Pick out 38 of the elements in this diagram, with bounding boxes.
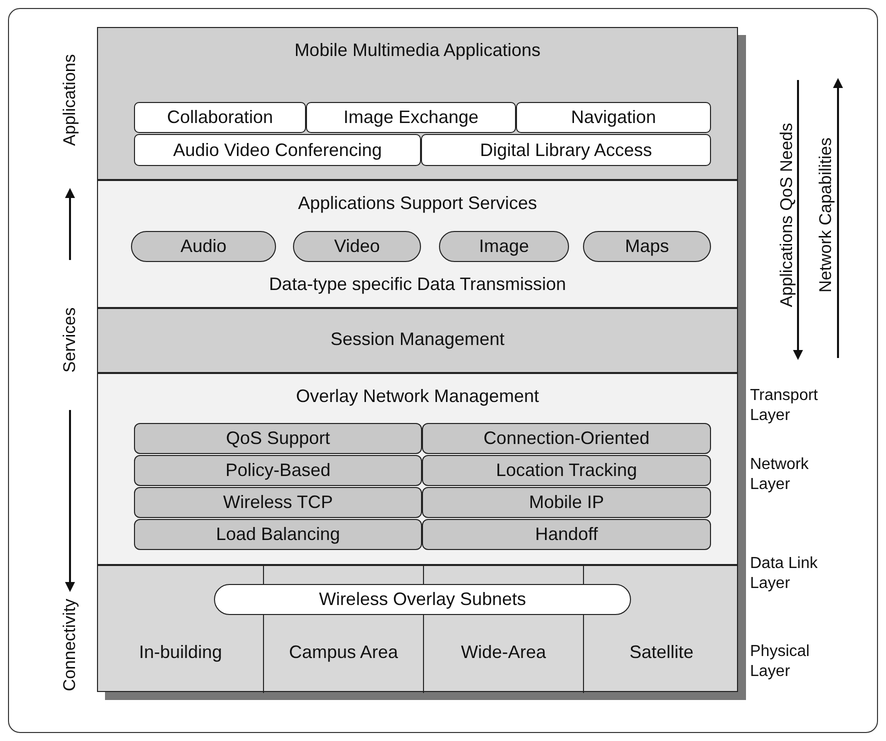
application-box: Navigation [516, 102, 711, 133]
data-type-pill: Image [439, 231, 569, 262]
data-type-pill: Video [293, 231, 421, 262]
layer-label: Data Link Layer [750, 554, 819, 594]
layer-title: Mobile Multimedia Applications [293, 40, 542, 61]
layer-band [97, 373, 738, 565]
data-type-pill: Maps [583, 231, 711, 262]
application-box: Collaboration [134, 102, 306, 133]
axis-label: Services [60, 307, 80, 373]
axis-label: Applications [60, 54, 80, 146]
layer-note: Data-type specific Data Transmission [268, 274, 568, 295]
application-box: Audio Video Conferencing [134, 134, 421, 166]
function-box: Connection-Oriented [422, 423, 711, 454]
layer-label: Network Layer [750, 455, 810, 495]
connectivity-band [97, 565, 738, 692]
function-box: Location Tracking [422, 455, 711, 486]
network-area-cell: Satellite [583, 566, 739, 693]
subnet-pill: Wireless Overlay Subnets [214, 584, 631, 615]
layer-title: Overlay Network Management [294, 386, 540, 407]
layer-label: Transport Layer [750, 386, 819, 426]
function-box: Handoff [422, 519, 711, 550]
layer-band [97, 27, 738, 180]
function-box: Mobile IP [422, 487, 711, 518]
function-box: Wireless TCP [134, 487, 422, 518]
layer-band [97, 180, 738, 308]
application-box: Digital Library Access [421, 134, 711, 166]
axis-label: Applications QoS Needs [777, 122, 797, 308]
layer-label: Physical Layer [750, 642, 811, 682]
layer-band [97, 308, 738, 373]
application-box: Image Exchange [306, 102, 516, 133]
function-box: Policy-Based [134, 455, 422, 486]
data-type-pill: Audio [131, 231, 276, 262]
function-box: Load Balancing [134, 519, 422, 550]
axis-label: Connectivity [60, 598, 80, 692]
axis-label: Network Capabilities [816, 138, 836, 292]
function-box: QoS Support [134, 423, 422, 454]
layer-title: Applications Support Services [296, 193, 538, 214]
layer-title: Session Management [329, 329, 506, 350]
